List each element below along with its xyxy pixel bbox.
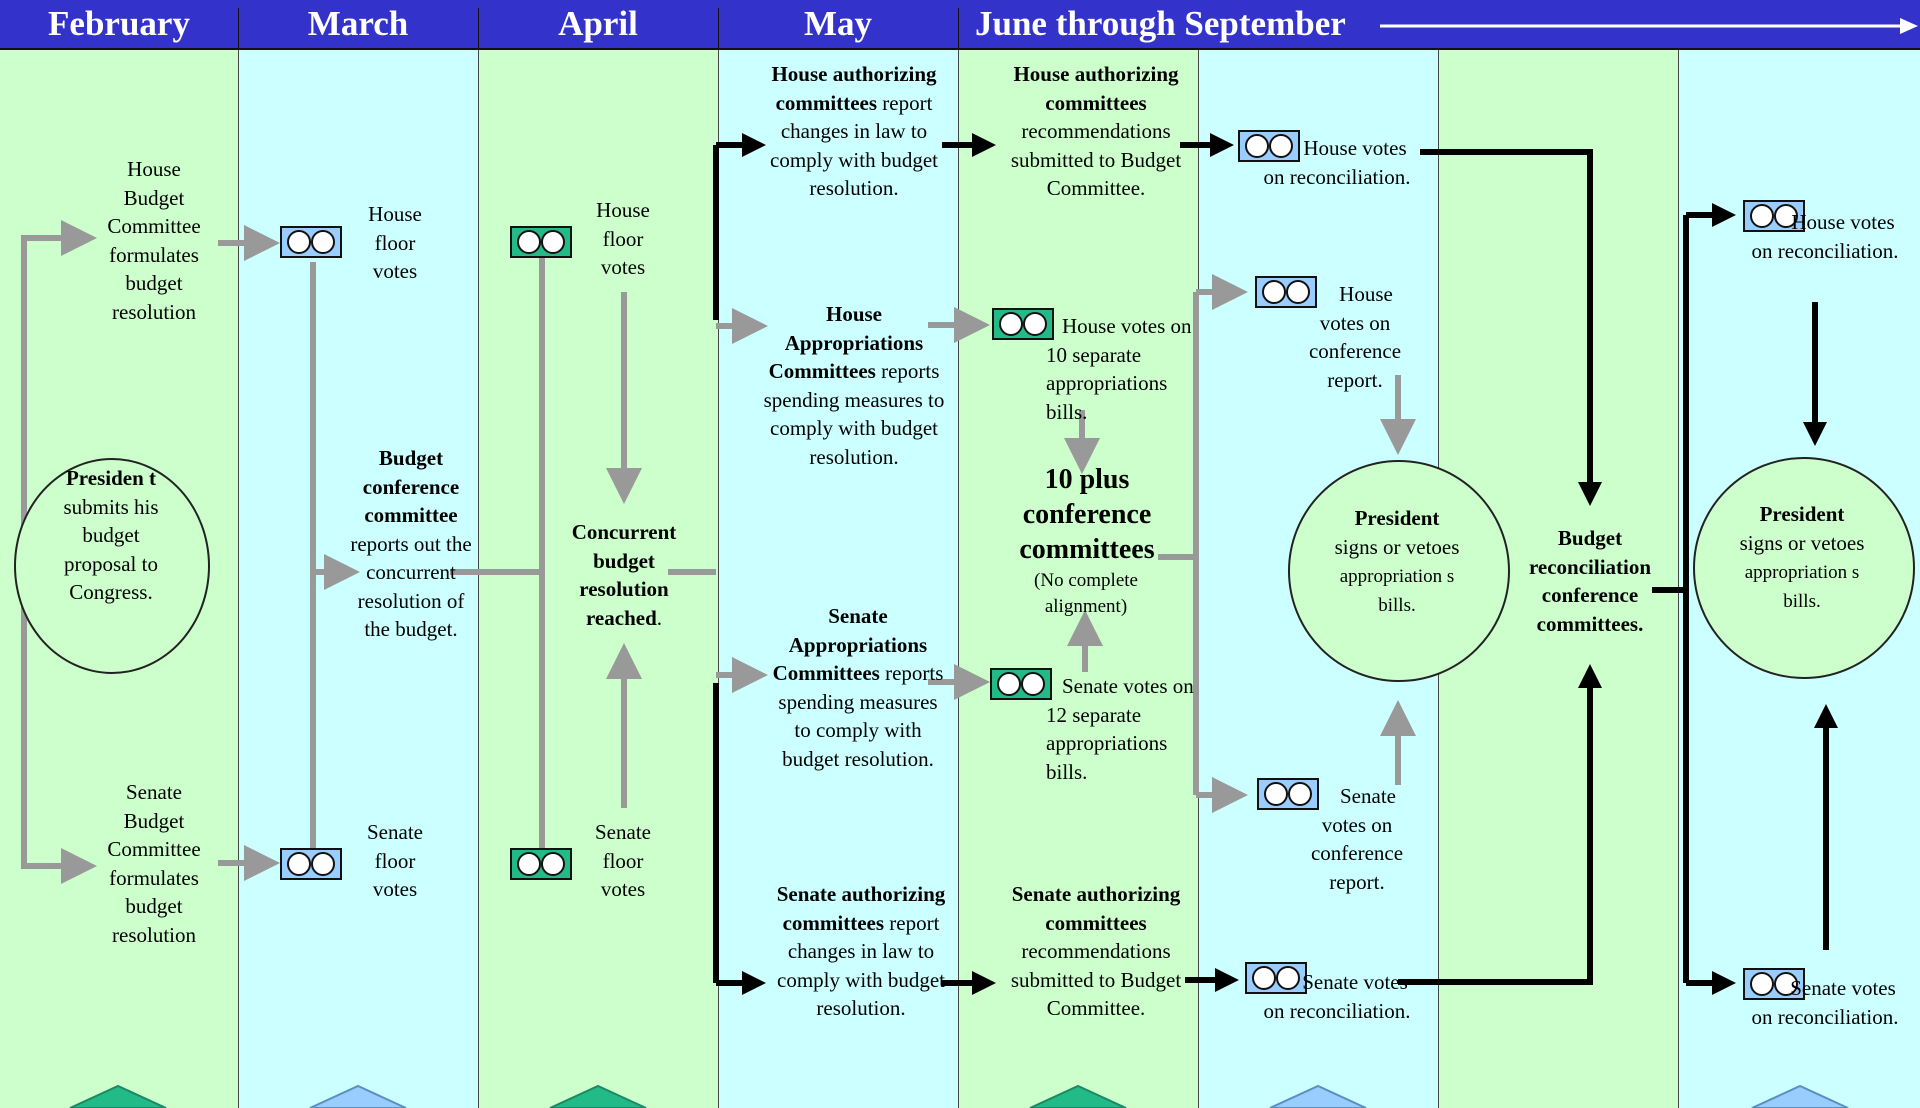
reconciliation-conference-label: Budget reconciliation conference committ… [1528, 526, 1652, 636]
president-label: Presiden t [65, 466, 157, 490]
bottom-markers [69, 1084, 1849, 1108]
may-senate-authorizing-label: Senate authorizing committees [776, 882, 946, 935]
triangle-marker [309, 1084, 407, 1108]
month-may: May [803, 4, 873, 43]
march-house-floor-text: House floor votes [368, 202, 422, 283]
may-house-appropriations-label: House Appropriations Committees [768, 302, 924, 383]
june-senate-authorizing-text: Senate authorizing committees recommenda… [1004, 880, 1188, 1023]
vote-icon [992, 308, 1054, 340]
may-house-authorizing-rest: report changes in law to comply with bud… [770, 90, 938, 201]
vote-icon [1257, 778, 1319, 810]
vote-icon [1255, 276, 1317, 308]
june-senate-votes-text: Senate votes on 12 separate appropriatio… [1046, 674, 1194, 784]
president-signs-appropriations-node [1288, 460, 1510, 682]
month-february: February [48, 4, 190, 43]
may-house-appropriations-rest: reports spending measures to comply with… [763, 359, 945, 469]
reconciliation-conference-text: Budget reconciliation conference committ… [1512, 524, 1668, 638]
column-may [718, 48, 958, 1108]
house-conf-vote-text: House votes on conference report. [1308, 282, 1402, 392]
arrow-president-house [21, 220, 97, 560]
march-senate-floor-text: Senate floor votes [367, 820, 423, 901]
president-submits-rest: submits his budget proposal to Congress. [63, 494, 159, 605]
conference-note-text: (No complete alignment) [1034, 570, 1138, 617]
president-reconciliation-text: President signs or vetoes appropriation … [1735, 500, 1869, 615]
may-senate-appropriations-label: Senate Appropriations Committees [772, 604, 928, 685]
final-house-recon-text: House votes on reconciliation. [1751, 210, 1899, 263]
concurrent-resolution-text: Concurrent budget resolution reached. [555, 518, 693, 632]
may-senate-authorizing-text: Senate authorizing committees report cha… [776, 880, 946, 1023]
june-senate-authorizing-label: Senate authorizing committees [1011, 882, 1181, 935]
vote-icon [510, 848, 572, 880]
triangle-marker [549, 1084, 647, 1108]
vote-icon [280, 226, 342, 258]
president-appropriations-label: President [1354, 506, 1440, 530]
concurrent-period: . [656, 605, 662, 630]
president-proposal-node [14, 458, 210, 674]
month-june-september: June through September [975, 4, 1346, 43]
vote-icon [1743, 200, 1805, 232]
vote-icon [1245, 962, 1307, 994]
budget-conference-text: Budget conference committee reports out … [348, 444, 474, 644]
arrow-president-senate [21, 560, 97, 884]
president-reconciliation-label: President [1759, 502, 1845, 526]
column-june [958, 48, 1198, 1108]
may-senate-authorizing-rest: report changes in law to comply with bud… [777, 910, 945, 1021]
may-senate-appropriations-rest: reports spending measures to comply with… [778, 661, 944, 771]
month-april: April [558, 4, 638, 43]
vote-icon [510, 226, 572, 258]
president-reconciliation-rest: signs or vetoes [1739, 530, 1865, 555]
vote-icon [280, 848, 342, 880]
senate-recon-vote-text: Senate votes on reconciliation. [1263, 970, 1411, 1023]
president-submits-text: Presiden t submits his budget proposal t… [50, 464, 172, 607]
header-divider [718, 8, 719, 48]
house-recon-vote-text: House votes on reconciliation. [1263, 136, 1411, 189]
budget-conference-rest: reports out the concurrent resolution of… [350, 531, 472, 642]
triangle-marker [1029, 1084, 1127, 1108]
arrow-house-recon-to-conf [1420, 149, 1602, 506]
may-house-appropriations-text: House Appropriations Committees reports … [762, 300, 946, 471]
vote-icon [990, 668, 1052, 700]
june-house-authorizing-label: House authorizing committees [1013, 62, 1179, 115]
senate-budget-committee-text: Senate Budget Committee formulates budge… [107, 780, 201, 947]
header-divider [478, 8, 479, 48]
may-house-authorizing-label: House authorizing committees [771, 62, 937, 115]
final-senate-recon-text: Senate votes on reconciliation. [1751, 976, 1899, 1029]
arrow-senate-recon-to-conf [1398, 664, 1602, 985]
triangle-marker [1269, 1084, 1367, 1108]
triangle-marker [69, 1084, 167, 1108]
june-house-authorizing-rest: recommendations submitted to Budget Comm… [1010, 119, 1182, 200]
conference-committees-text: 10 plus conference committees [1019, 464, 1155, 565]
april-senate-floor-text: Senate floor votes [595, 820, 651, 901]
house-budget-committee-text: House Budget Committee formulates budget… [107, 157, 201, 324]
column-april [478, 48, 718, 1108]
vote-icon [1238, 130, 1300, 162]
header-arrow [1380, 18, 1918, 34]
president-signs-reconciliation-node [1693, 457, 1915, 679]
header-divider [958, 8, 959, 48]
june-senate-authorizing-rest: recommendations submitted to Budget Comm… [1010, 939, 1182, 1020]
president-appropriations-rest: signs or vetoes [1334, 534, 1460, 559]
may-senate-appropriations-text: Senate Appropriations Committees reports… [768, 602, 948, 773]
president-appropriations-text: President signs or vetoes appropriation … [1330, 504, 1464, 619]
may-house-authorizing-text: House authorizing committees report chan… [760, 60, 948, 203]
concurrent-resolution-label: Concurrent budget resolution reached [571, 520, 677, 630]
month-march: March [307, 4, 409, 43]
june-house-authorizing-text: House authorizing committees recommendat… [1004, 60, 1188, 203]
president-appropriations-bills: appropriation s bills. [1339, 566, 1455, 616]
header-divider [238, 8, 239, 48]
budget-conference-label: Budget conference committee [362, 446, 460, 527]
triangle-marker [1751, 1084, 1849, 1108]
timeline-header: February March April May June through Se… [0, 0, 1920, 50]
senate-conf-vote-text: Senate votes on conference report. [1310, 784, 1404, 894]
president-reconciliation-bills: appropriation s bills. [1744, 562, 1860, 612]
june-house-votes-text: House votes on 10 separate appropriation… [1046, 314, 1192, 424]
april-house-floor-text: House floor votes [596, 198, 650, 279]
vote-icon [1743, 968, 1805, 1000]
